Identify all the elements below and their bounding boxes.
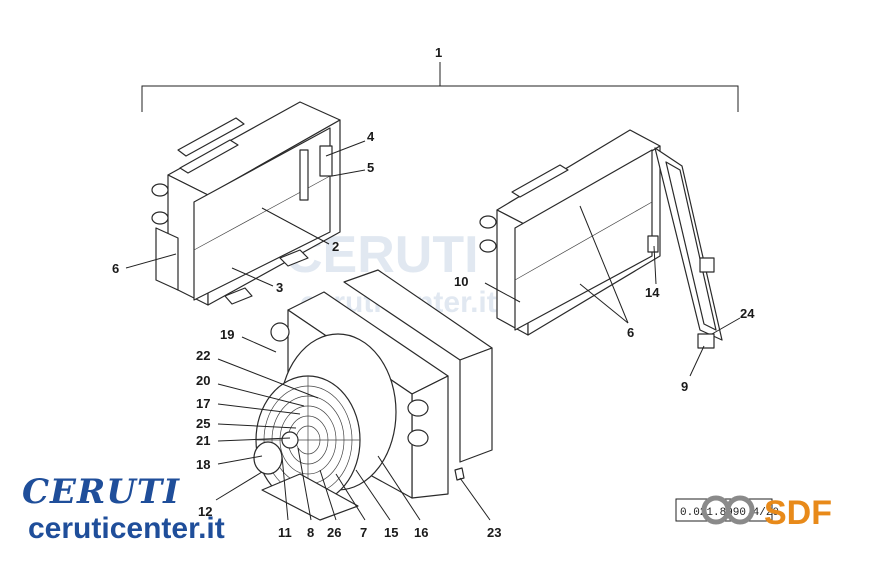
- callout-24: 24: [740, 306, 755, 321]
- callout-15: 15: [384, 525, 398, 540]
- right-radiator-assembly: [479, 129, 723, 349]
- ceruti-logo-brand: CERUTI: [22, 472, 180, 512]
- callout-20: 20: [196, 373, 210, 388]
- callout-3: 3: [276, 280, 283, 295]
- callout-8: 8: [307, 525, 314, 540]
- assembly-bracket: [141, 62, 739, 112]
- callout-14: 14: [645, 285, 660, 300]
- callout-labels: 1 2 3 4 5 6 6 7 8 9 10 11 12 14 15 16 17…: [112, 45, 755, 540]
- callout-12: 12: [198, 504, 212, 519]
- ceruti-logo: CERUTI ceruticenter.it: [22, 472, 225, 545]
- left-radiator-assembly: [151, 101, 341, 306]
- callout-11: 11: [278, 525, 292, 540]
- callout-4: 4: [367, 129, 375, 144]
- sdf-brand: SDF: [764, 494, 832, 532]
- leader-lines: [125, 140, 741, 521]
- callout-6-right: 6: [627, 325, 634, 340]
- callout-26: 26: [327, 525, 341, 540]
- ceruti-logo-url: ceruticenter.it: [28, 512, 225, 545]
- callout-18: 18: [196, 457, 210, 472]
- callout-9: 9: [681, 379, 688, 394]
- sdf-block: 0.021.8990.4/20 SDF: [675, 494, 832, 532]
- callout-17: 17: [196, 396, 210, 411]
- callout-5: 5: [367, 160, 374, 175]
- callout-19: 19: [220, 327, 234, 342]
- callout-10: 10: [454, 274, 468, 289]
- callout-7: 7: [360, 525, 367, 540]
- sdf-emblem-icon: [701, 495, 755, 525]
- callout-21: 21: [196, 433, 210, 448]
- center-fan-cooler-assembly: [253, 269, 493, 521]
- callout-23: 23: [487, 525, 501, 540]
- callout-25: 25: [196, 416, 210, 431]
- callout-6-left: 6: [112, 261, 119, 276]
- callout-1: 1: [435, 45, 442, 60]
- callout-22: 22: [196, 348, 210, 363]
- callout-16: 16: [414, 525, 428, 540]
- callout-2: 2: [332, 239, 339, 254]
